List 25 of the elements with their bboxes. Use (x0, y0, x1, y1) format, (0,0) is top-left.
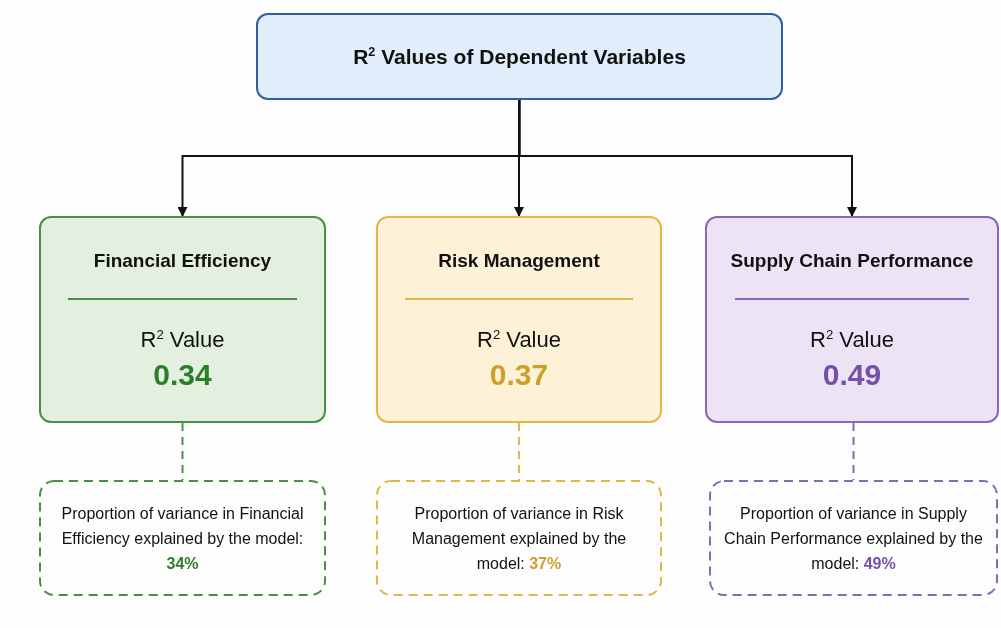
metric-value: 0.37 (489, 358, 549, 393)
arrow (518, 99, 857, 217)
dashed-connector (852, 422, 855, 481)
variable-card (705, 216, 999, 423)
metric-value: 0.34 (153, 358, 212, 393)
metric-label: R$^{2}$ Value (810, 327, 894, 354)
variable-heading: Financial Efficiency (93, 250, 272, 272)
metric-value: 0.49 (822, 358, 882, 393)
variable-heading: Supply Chain Performance (730, 250, 974, 272)
note-text: Proportion of variance in Financial Efficiency explained by the model: 34% (60, 503, 305, 574)
metric-label: R$^{2}$ Value (477, 327, 561, 354)
variable-heading: Risk Management (438, 250, 600, 272)
title-box (256, 13, 783, 100)
note-text: Proportion of variance in Supply Chain Performance explained by the model: 49% (723, 503, 984, 574)
variable-card (39, 216, 326, 423)
note-box (376, 480, 662, 596)
note-text: Proportion of variance in Risk Management explained by the model: 37% (410, 503, 628, 574)
variable-card (376, 216, 662, 423)
metric-label: R$^{2}$ Value (140, 327, 225, 354)
dashed-connector (181, 422, 184, 481)
dashed-connector (518, 422, 520, 481)
note-box (39, 480, 326, 596)
title-text: R$^{2}$ Values of Dependent Variables (353, 44, 686, 69)
arrow (514, 99, 524, 217)
note-box (709, 480, 998, 596)
